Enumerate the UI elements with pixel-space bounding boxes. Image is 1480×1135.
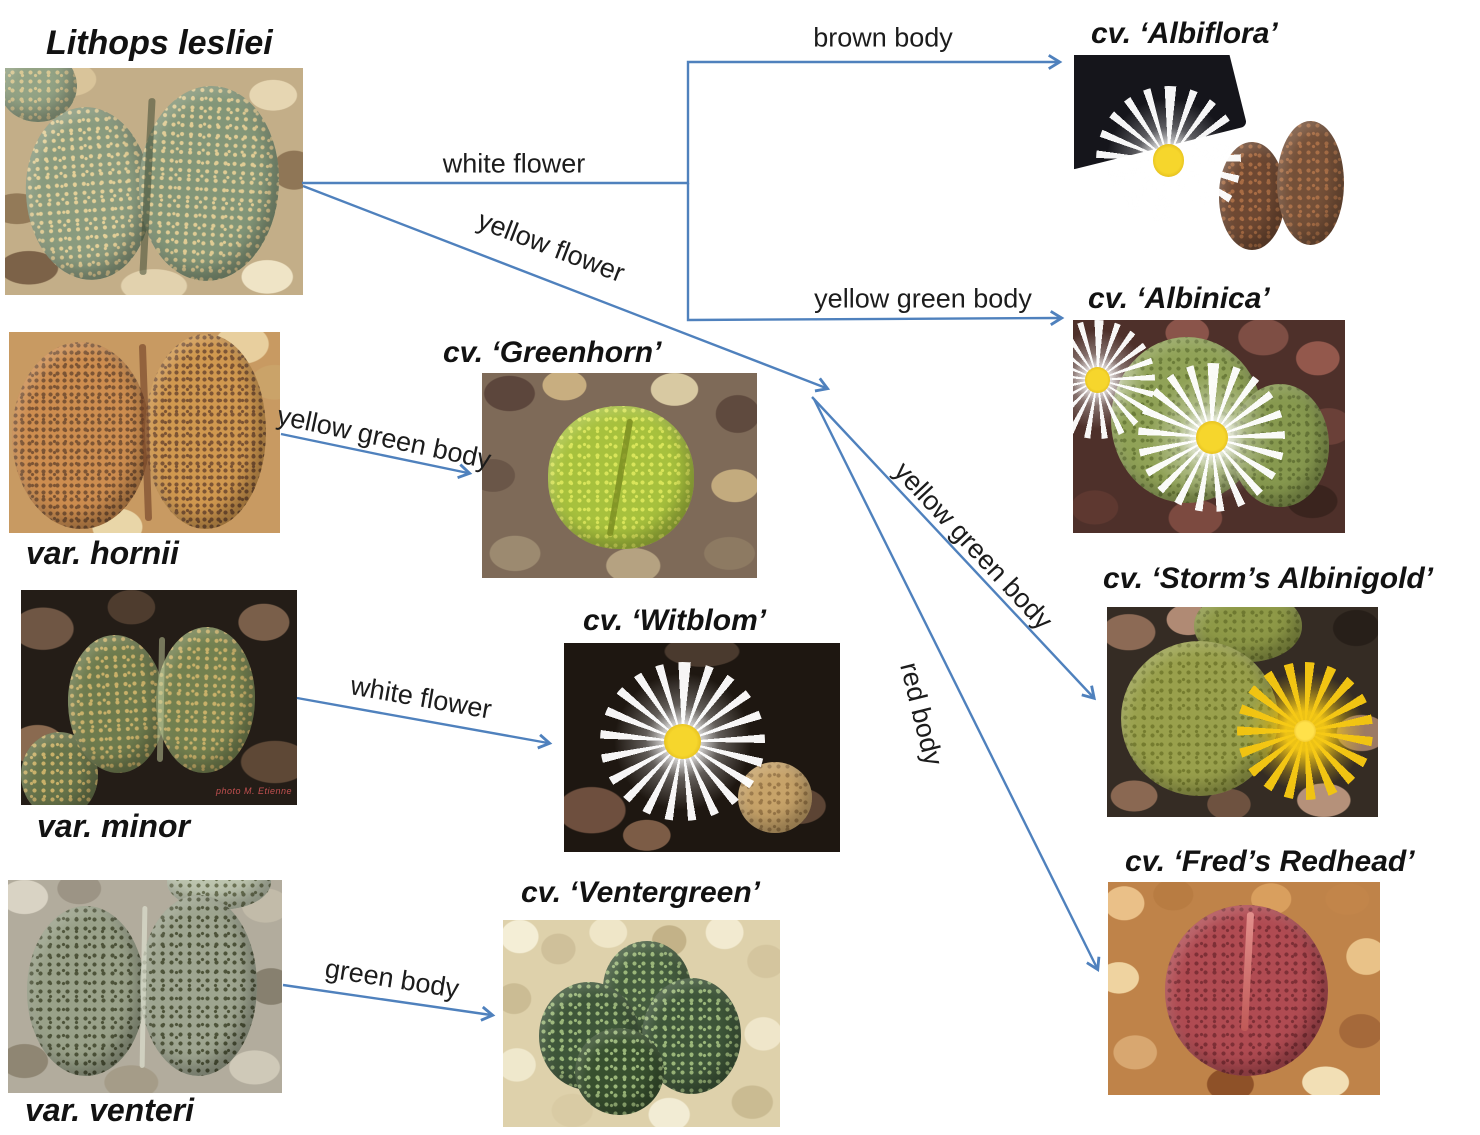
lithops-lobe (19, 102, 157, 284)
cv-witblom-label: cv. ‘Witblom’ (583, 604, 767, 637)
photo-cv-storms-albinigold (1107, 607, 1378, 817)
photo-var-hornii (9, 332, 280, 533)
cv-albiflora-label: cv. ‘Albiflora’ (1091, 17, 1278, 50)
lithops-lobe (548, 405, 694, 550)
lithops-lobe (27, 905, 145, 1076)
cv-ventergreen-label: cv. ‘Ventergreen’ (521, 876, 761, 909)
edge-label-yellow-green-body-albinigold: yellow green body (888, 455, 1059, 636)
white-flower-illustration (1096, 86, 1241, 236)
edge-label-yellow-green-body-albinica: yellow green body (814, 283, 1032, 314)
edge-label-brown-body: brown body (813, 22, 953, 53)
photo-cv-albinica (1073, 320, 1345, 533)
edge-red-body-line (812, 398, 1101, 972)
edge-label-green-body: green body (323, 953, 462, 1004)
photo-var-minor: photo M. Etienne (21, 590, 297, 805)
lithops-fissure (156, 637, 165, 763)
photo-cv-witblom (564, 643, 840, 852)
lithops-lobe (134, 82, 285, 285)
white-flower-illustration (599, 661, 766, 821)
edge-label-white-flower-witblom: white flower (348, 670, 494, 725)
photo-credit-watermark: photo M. Etienne (215, 786, 292, 796)
yellow-flower-illustration (1237, 661, 1373, 801)
var-venteri-label: var. venteri (25, 1092, 194, 1128)
edge-label-white-flower: white flower (442, 148, 586, 179)
edge-label-red-body: red body (894, 659, 949, 769)
photo-cv-freds-redhead (1108, 882, 1380, 1095)
edge-white-flower-brown-body-line (302, 54, 1063, 185)
lithops-lobe (1276, 121, 1344, 246)
lithops-lobe (5, 68, 77, 123)
lithops-lobe (139, 894, 258, 1076)
cv-albinica-label: cv. ‘Albinica’ (1088, 282, 1270, 315)
edge-yellow-green-body-albinigold-line (811, 396, 1097, 701)
photo-cv-albiflora (1074, 55, 1352, 262)
edge-label-yellow-flower: yellow flower (473, 204, 629, 289)
white-flower-illustration (1138, 362, 1286, 512)
photo-var-venteri (8, 880, 282, 1093)
var-hornii-label: var. hornii (26, 535, 179, 571)
photo-cv-ventergreen (503, 920, 780, 1127)
var-minor-label: var. minor (37, 808, 190, 844)
cv-freds-redhead-label: cv. ‘Fred’s Redhead’ (1125, 845, 1415, 878)
photo-cv-greenhorn (482, 373, 757, 578)
species-title: Lithops lesliei (46, 24, 273, 62)
lithops-lobe (144, 334, 267, 529)
lithops-lobe (575, 1027, 664, 1115)
lithops-lobe (153, 624, 259, 775)
edge-label-yellow-green-body-greenhorn: yellow green body (274, 400, 494, 475)
cv-greenhorn-label: cv. ‘Greenhorn’ (443, 336, 662, 369)
cv-storms-albinigold-label: cv. ‘Storm’s Albinigold’ (1103, 562, 1434, 595)
lithops-lobe (11, 342, 150, 529)
photo-lithops-lesliei (5, 68, 303, 295)
